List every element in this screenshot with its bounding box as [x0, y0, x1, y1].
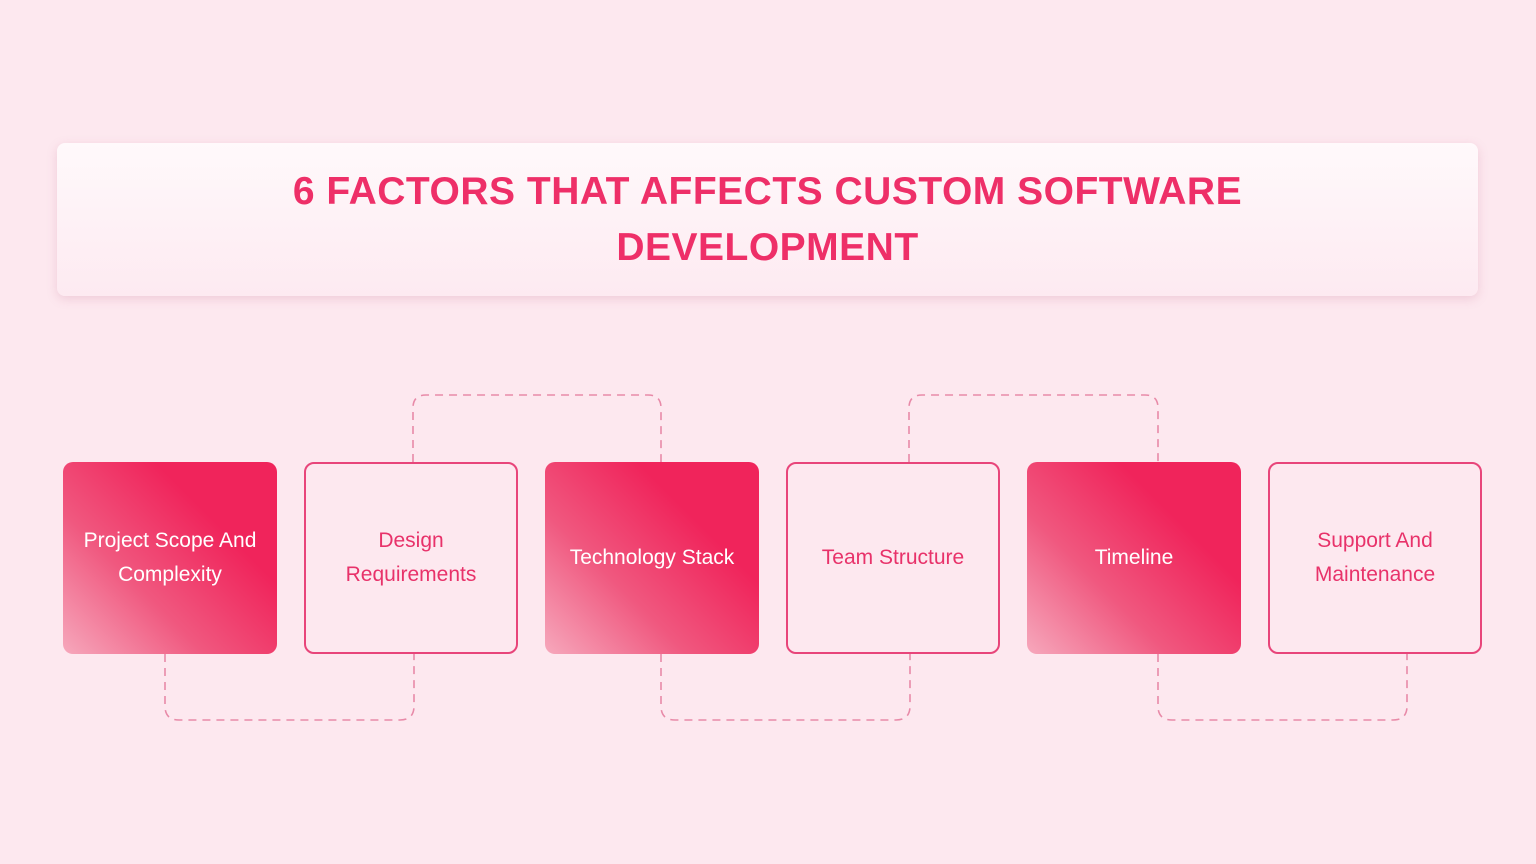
factor-timeline: Timeline: [1027, 462, 1241, 654]
connector-bottom-3: [1157, 654, 1408, 721]
factor-technology-stack: Technology Stack: [545, 462, 759, 654]
connector-top-1: [412, 394, 662, 462]
factor-project-scope: Project Scope And Complexity: [63, 462, 277, 654]
connector-bottom-2: [660, 654, 911, 721]
factor-design-requirements: Design Requirements: [304, 462, 518, 654]
connector-bottom-1: [164, 654, 415, 721]
factor-support-maintenance: Support And Maintenance: [1268, 462, 1482, 654]
title-card: 6 FACTORS THAT AFFECTS CUSTOM SOFTWARE D…: [57, 143, 1478, 296]
connector-top-2: [908, 394, 1159, 462]
factor-label: Technology Stack: [569, 546, 735, 569]
factor-label: Design Requirements: [345, 529, 477, 586]
page-title: 6 FACTORS THAT AFFECTS CUSTOM SOFTWARE D…: [292, 169, 1243, 269]
factor-team-structure: Team Structure: [786, 462, 1000, 654]
factor-label: Timeline: [1094, 546, 1174, 569]
factor-label: Support And Maintenance: [1314, 529, 1436, 586]
factor-label: Team Structure: [821, 546, 965, 569]
factor-label: Project Scope And Complexity: [83, 529, 257, 586]
